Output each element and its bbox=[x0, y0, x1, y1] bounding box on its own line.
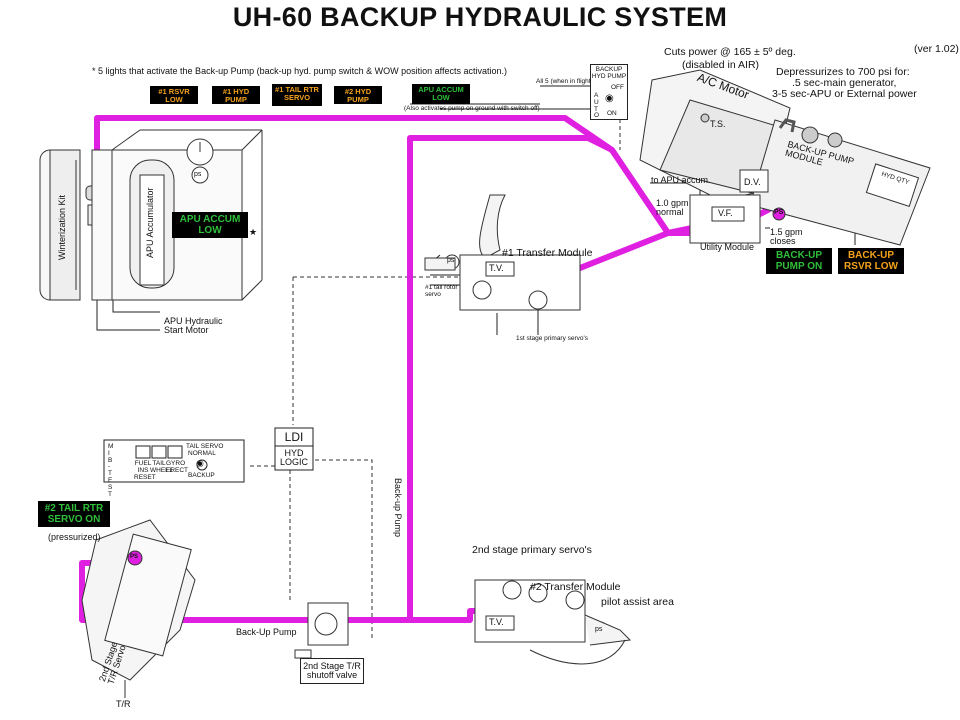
backup-pump-toggle-icon[interactable]: ◉ bbox=[605, 93, 614, 104]
shutoff-valve-label-box: 2nd Stage T/R shutoff valve bbox=[300, 658, 364, 684]
lamp-1-rsvr-low: #1 RSVR LOW bbox=[150, 86, 198, 104]
ps-pink-tr: PS bbox=[130, 554, 139, 560]
lamp-apu-accum-low-top: APU ACCUM LOW bbox=[412, 84, 470, 104]
lamp-backup-pump-on: BACK-UP PUMP ON bbox=[766, 248, 832, 274]
activation-note: * 5 lights that activate the Back-up Pum… bbox=[92, 66, 508, 76]
ps-transfer2: ps bbox=[595, 626, 603, 633]
ps-transfer1: ps bbox=[447, 257, 455, 264]
tail-servo-panel bbox=[103, 439, 245, 483]
gyro-erect-button[interactable]: GYRO ERECT bbox=[166, 460, 189, 474]
backup-pump-horizontal-label: Back-Up Pump bbox=[236, 627, 297, 637]
depressurize-label: Depressurizes to 700 psi for: bbox=[776, 66, 910, 78]
depressurize-line-1: .5 sec-main generator, bbox=[792, 77, 897, 89]
star-marker: ★ bbox=[249, 227, 258, 237]
ground-note: (Also activates pump on ground with swit… bbox=[404, 105, 540, 112]
backup-pump-vertical-label: Back-up Pump bbox=[393, 478, 403, 538]
lamp-backup-rsvr-low: BACK-UP RSVR LOW bbox=[838, 248, 904, 274]
gpm-closes-label: 1.5 gpm closes bbox=[770, 227, 803, 247]
apu-accum-gauge bbox=[186, 138, 214, 184]
backup-pump-module bbox=[639, 69, 931, 246]
tail-servo-title: TAIL SERVO bbox=[186, 443, 224, 450]
lamp-apu-accum-low: APU ACCUM LOW bbox=[172, 212, 248, 238]
tv1-label: T.V. bbox=[489, 263, 504, 273]
tail-panel-side: MIB-TEST bbox=[108, 443, 114, 498]
apu-accumulator bbox=[91, 129, 263, 301]
ts-label: T.S. bbox=[710, 119, 726, 129]
tv2-label: T.V. bbox=[489, 617, 504, 627]
hyd-logic-label: HYD LOGIC bbox=[279, 448, 308, 468]
lamp-1-hyd-pump: #1 HYD PUMP bbox=[212, 86, 260, 104]
transfer1-label: #1 Transfer Module bbox=[502, 247, 593, 259]
vf-label: V.F. bbox=[718, 208, 733, 218]
winterization-label: Winterization Kit bbox=[57, 194, 67, 260]
all5-note: All 5 (when in flight) bbox=[536, 78, 593, 85]
dv-label: D.V. bbox=[744, 177, 761, 187]
apu-start-motor-label: APU Hydraulic Start Motor bbox=[164, 316, 223, 336]
transfer-module-1 bbox=[424, 194, 581, 311]
backup-pump-switch-panel: BACKUP HYD PUMP OFF AUTO ◉ ON bbox=[590, 64, 628, 120]
ps-pink-utility: PS bbox=[774, 209, 784, 216]
lamp-2-hyd-pump: #2 HYD PUMP bbox=[334, 86, 382, 104]
lamp-1-tail-rtr-servo: #1 TAIL RTR SERVO bbox=[272, 84, 322, 106]
transfer2-label: #2 Transfer Module bbox=[530, 581, 621, 593]
pressurized-label: (pressurized) bbox=[48, 532, 101, 542]
pilot-assist-label: pilot assist area bbox=[601, 596, 674, 608]
to-apu-label: to APU accum. bbox=[651, 175, 711, 185]
second-stage-tr-servo bbox=[81, 519, 196, 698]
lamp-2-tail-rtr-servo-on: #2 TAIL RTR SERVO ON bbox=[38, 501, 110, 527]
utility-module bbox=[689, 194, 786, 244]
first-stage-label: 1st stage primary servo's bbox=[516, 335, 589, 342]
depressurize-line-2: 3-5 sec-APU or External power bbox=[772, 88, 917, 100]
apu-accumulator-label: APU Accumulator bbox=[145, 187, 155, 258]
tail-servo-backup: BACKUP bbox=[188, 472, 215, 479]
disabled-air-label: (disabled in AIR) bbox=[682, 59, 760, 71]
tr-shutoff-valve bbox=[294, 602, 349, 659]
tail-servo-normal: NORMAL bbox=[188, 450, 216, 457]
tail-wheel-button[interactable]: TAIL WHEEL bbox=[150, 460, 174, 474]
ldi-box bbox=[274, 427, 314, 471]
cuts-power-label: Cuts power @ 165 ± 5º deg. bbox=[664, 46, 796, 58]
tr-label: T/R bbox=[116, 699, 131, 709]
version-label: (ver 1.02) bbox=[914, 43, 959, 55]
gpm-normal-label: 1.0 gpm normal bbox=[656, 198, 689, 218]
fuel-ins-reset-button[interactable]: FUEL INS RESET bbox=[134, 460, 156, 481]
diagram-title: UH-60 BACKUP HYDRAULIC SYSTEM bbox=[232, 2, 728, 32]
ps-apu: ps bbox=[194, 171, 202, 178]
second-stage-primary-label: 2nd stage primary servo's bbox=[472, 544, 592, 556]
ldi-label: LDI bbox=[284, 430, 304, 444]
tail-servo-toggle-icon[interactable]: ◉ bbox=[196, 458, 204, 468]
transfer-module-2 bbox=[474, 579, 632, 665]
utility-module-label: Utility Module bbox=[700, 242, 755, 252]
tail-rotor-servo-label: #1 tail rotor servo bbox=[425, 284, 458, 298]
